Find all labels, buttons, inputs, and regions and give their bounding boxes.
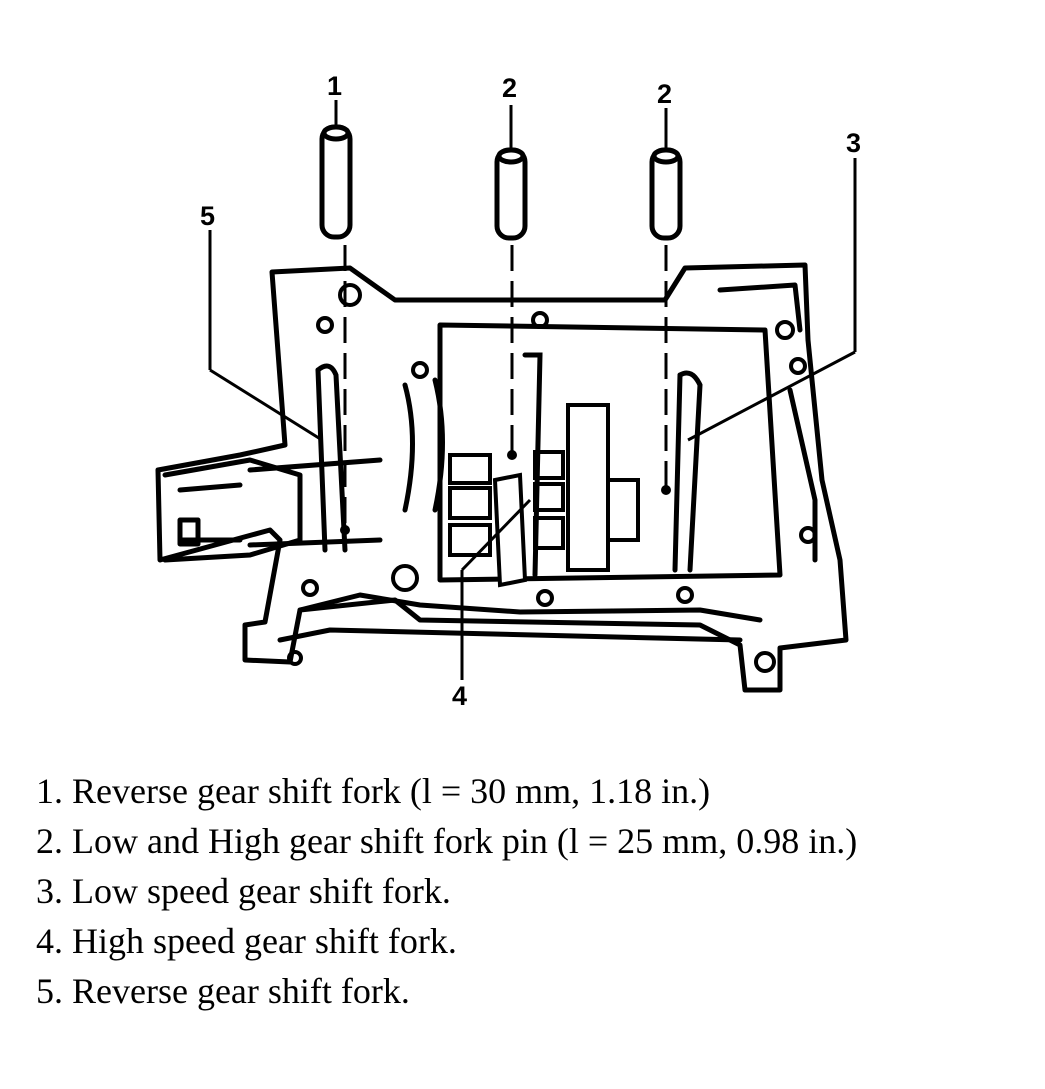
legend-list: 1. Reverse gear shift fork (l = 30 mm, 1… [36,766,857,1016]
low-speed-fork-rod [677,370,703,573]
legend-item: 4. High speed gear shift fork. [36,921,457,961]
legend-item: 1. Reverse gear shift fork (l = 30 mm, 1… [36,771,711,811]
callout-2b: 2 [657,79,672,109]
input-shaft-housing [162,457,303,563]
legend-item: 5. Reverse gear shift fork. [36,971,410,1011]
callout-5: 5 [200,201,215,231]
legend-item: 2. Low and High gear shift fork pin (l =… [36,821,858,861]
pin-1 [319,124,353,240]
mount-hole [338,283,362,307]
callout-3: 3 [846,128,861,158]
callout-1: 1 [327,71,342,101]
high-speed-fork-rod [522,352,543,578]
callout-4: 4 [452,681,467,711]
callout-2a: 2 [502,73,517,103]
gear-cluster [448,403,640,588]
right-inner-wall [717,282,803,333]
transmission-case-diagram: 1 2 2 3 4 5 [155,71,861,711]
reverse-fork-rod [315,363,348,553]
bottom-flange [297,592,763,623]
legend-item: 3. Low speed gear shift fork. [36,871,451,911]
left-arc-wall [402,382,415,513]
